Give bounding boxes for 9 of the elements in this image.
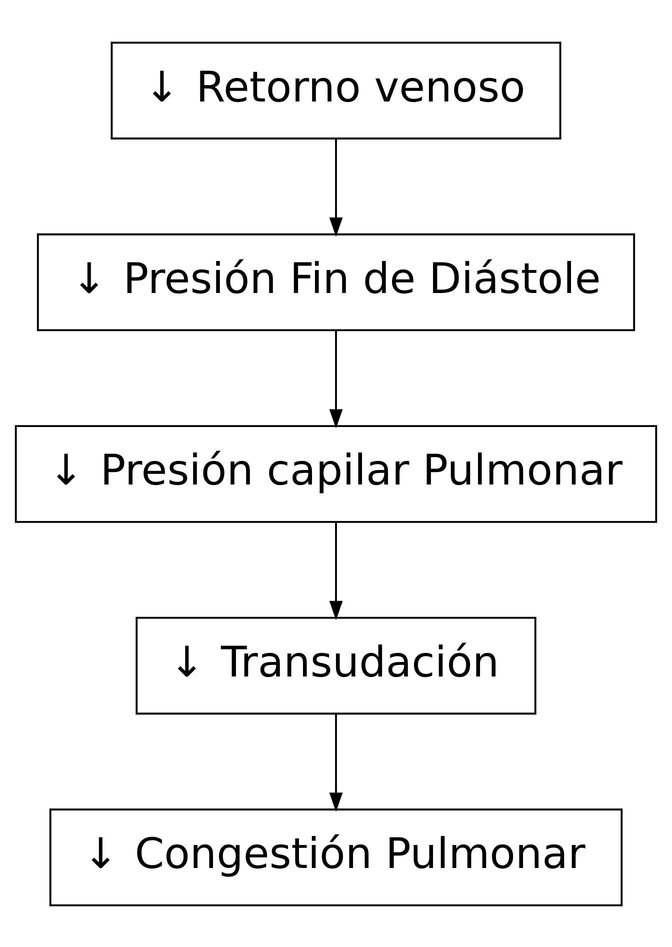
node-box: ↓ Presión Fin de Diástole [36,232,636,331]
node-box: ↓ Transudación [136,616,536,714]
arrow [329,330,343,428]
node-box: ↓ Presión capilar Pulmonar [14,424,658,522]
arrow [329,138,343,236]
node-box: ↓ Congestión Pulmonar [49,808,623,906]
node-box: ↓ Retorno venoso [110,41,562,139]
arrow [329,522,343,620]
arrow [329,714,343,812]
